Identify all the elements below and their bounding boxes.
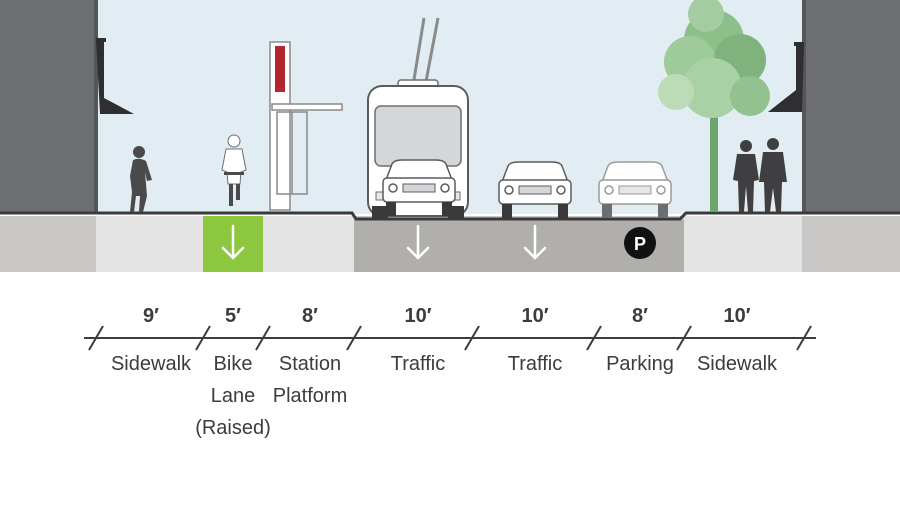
pedestrian-figure (130, 146, 152, 212)
dimension-tick (255, 325, 271, 351)
dimension-tick (676, 325, 692, 351)
car-traffic-2 (498, 161, 572, 218)
dimension-tick (464, 325, 480, 351)
segment-name: Bike (214, 353, 253, 375)
dimension-ticks (88, 325, 812, 351)
segment-width: 5′ (225, 305, 241, 327)
cyclist-figure (221, 134, 247, 206)
ground (0, 211, 900, 272)
pedestrian-figures-right (733, 138, 787, 212)
segment-width: 9′ (143, 305, 159, 327)
segment-name: Parking (606, 353, 674, 375)
dimension-tick (346, 325, 362, 351)
segment-width: 10′ (404, 305, 431, 327)
dimension-tick (796, 325, 812, 351)
building-left (0, 0, 134, 214)
segment-name: Sidewalk (697, 353, 778, 375)
arrow-down-icon (523, 224, 547, 260)
segment-width: 8′ (302, 305, 318, 327)
dimension-tick (195, 325, 211, 351)
arrow-down-icon (406, 224, 430, 260)
station-shelter (269, 41, 343, 211)
dimension-tick (88, 325, 104, 351)
station-sign (275, 46, 285, 92)
building-right (768, 0, 900, 214)
parking-symbol: P (634, 234, 646, 254)
segment-labels: 9′ 5′ 8′ 10′ 10′ 8′ 10′ Sidewalk Bike La… (111, 305, 778, 439)
segment-name: Station (279, 353, 341, 375)
car-traffic-1 (382, 159, 456, 216)
dimension-tick (586, 325, 602, 351)
parking-icon: P (624, 227, 656, 259)
segment-name: Platform (273, 385, 347, 407)
car-parked (598, 161, 672, 218)
segment-name: Lane (211, 385, 256, 407)
segment-width: 10′ (521, 305, 548, 327)
arrow-down-icon (221, 224, 245, 260)
segment-name: Traffic (391, 353, 445, 375)
segment-width: 8′ (632, 305, 648, 327)
lane-markers: P (221, 224, 656, 260)
street-tree (658, 0, 770, 212)
segment-name: (Raised) (195, 417, 271, 439)
segment-name: Sidewalk (111, 353, 192, 375)
segment-width: 10′ (723, 305, 750, 327)
segment-name: Traffic (508, 353, 562, 375)
